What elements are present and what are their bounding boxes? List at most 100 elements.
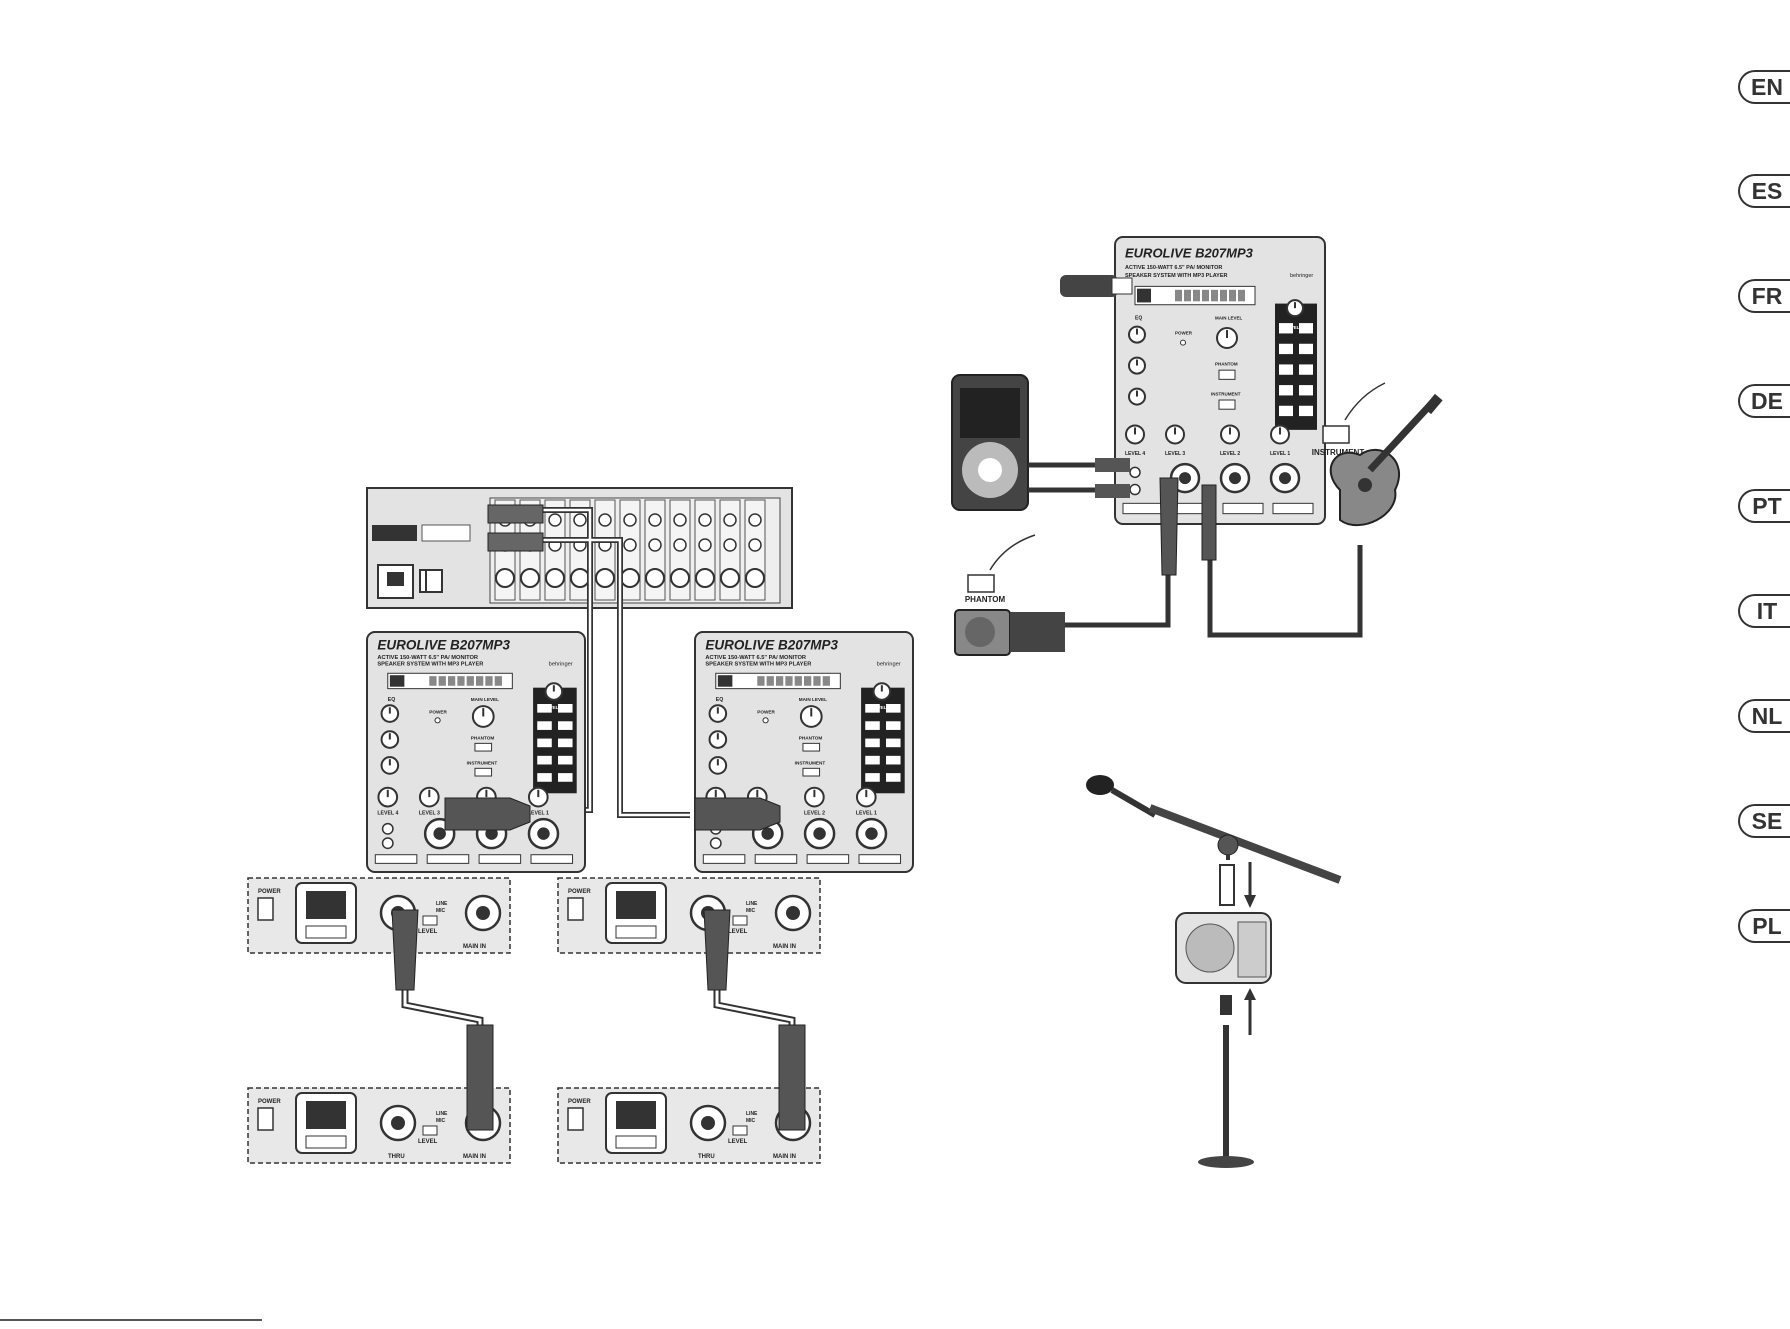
stand-mounted-speaker bbox=[1175, 912, 1272, 984]
eq-label: EQ bbox=[388, 697, 396, 703]
level-knob-1 bbox=[855, 786, 877, 808]
level-knob-3 bbox=[1165, 424, 1185, 445]
speaker-subtitle-2: SPEAKER SYSTEM WITH MP3 PLAYER bbox=[705, 662, 811, 668]
rear-line-label: LINE bbox=[436, 1111, 448, 1117]
rear-line-label: LINE bbox=[746, 1111, 758, 1117]
level-label: LEVEL bbox=[1285, 325, 1300, 330]
level-knob-label: LEVEL 1 bbox=[528, 810, 549, 816]
rear-power-label: POWER bbox=[258, 1099, 281, 1105]
rca-plugs bbox=[1095, 458, 1130, 498]
level-knob-2 bbox=[1220, 424, 1240, 445]
level-knob-label: LEVEL 4 bbox=[377, 810, 398, 816]
lang-tab-en[interactable]: EN bbox=[1738, 70, 1790, 104]
speaker-logo: behringer bbox=[877, 662, 901, 668]
mixer-jack bbox=[598, 513, 612, 527]
xlr-plugs-mixer bbox=[487, 504, 544, 552]
power-switch bbox=[567, 897, 584, 921]
eq-knob-high bbox=[380, 704, 400, 723]
rear-main-in-label: MAIN IN bbox=[773, 944, 796, 950]
eq-knob-low bbox=[708, 756, 728, 775]
acoustic-guitar bbox=[1329, 393, 1443, 527]
rear-level-label: LEVEL bbox=[728, 1139, 748, 1145]
lang-tab-it[interactable]: IT bbox=[1738, 594, 1790, 628]
lang-tab-de[interactable]: DE bbox=[1738, 384, 1790, 418]
mixer-jack bbox=[673, 513, 687, 527]
eq-knob-low bbox=[1128, 387, 1146, 406]
level-knob bbox=[872, 682, 892, 701]
eq-knob-mid bbox=[1128, 356, 1146, 375]
xlr-cable-plug bbox=[1159, 477, 1217, 576]
phantom-label: PHANTOM bbox=[799, 736, 823, 741]
lang-tab-fr[interactable]: FR bbox=[1738, 279, 1790, 313]
phantom-label: PHANTOM bbox=[471, 736, 495, 741]
speaker-subtitle-1: ACTIVE 150-WATT 6.5" PA/ MONITOR bbox=[1125, 265, 1222, 271]
instrument-callout: INSTRUMENT bbox=[1312, 382, 1386, 457]
rear-level-label: LEVEL bbox=[418, 1139, 438, 1145]
mixer-jack bbox=[648, 513, 662, 527]
level-knob-2 bbox=[804, 786, 825, 808]
rear-mic-label: MIC bbox=[436, 908, 446, 914]
mixer-jack bbox=[748, 513, 762, 527]
level-knob-label: LEVEL 4 bbox=[1125, 451, 1145, 457]
lang-tab-es[interactable]: ES bbox=[1738, 174, 1790, 208]
speaker-logo: behringer bbox=[1290, 273, 1313, 279]
rear-main-in-label: MAIN IN bbox=[773, 1154, 796, 1160]
phantom-callout: PHANTOM bbox=[965, 534, 1036, 604]
rear-main-in-label: MAIN IN bbox=[463, 1154, 486, 1160]
mixer-jack bbox=[698, 513, 712, 527]
power-switch bbox=[567, 1107, 584, 1131]
rear-thru-label: THRU bbox=[388, 1154, 405, 1160]
mixer-xlr-input bbox=[645, 568, 665, 588]
lang-tab-pl[interactable]: PL bbox=[1738, 909, 1790, 943]
usb-stick bbox=[1060, 275, 1133, 297]
rear-mic-label: MIC bbox=[746, 1118, 756, 1124]
speaker-brand-title: EUROLIVE B207MP3 bbox=[377, 637, 510, 652]
level-knob-1 bbox=[1270, 424, 1290, 445]
mp3-player-cables bbox=[1028, 462, 1105, 493]
level-knob-label: LEVEL 3 bbox=[419, 810, 440, 816]
level-knob-4 bbox=[377, 786, 399, 808]
microphone-stand bbox=[1086, 775, 1342, 908]
phantom-label: PHANTOM bbox=[1215, 362, 1238, 367]
footer-rule bbox=[0, 1319, 262, 1321]
mixer-xlr-input bbox=[695, 568, 715, 588]
speaker-subtitle-2: SPEAKER SYSTEM WITH MP3 PLAYER bbox=[377, 662, 483, 668]
rear-level-label: LEVEL bbox=[418, 929, 438, 935]
lang-tab-pt[interactable]: PT bbox=[1738, 489, 1790, 523]
mixer-xlr-input bbox=[495, 568, 515, 588]
rear-power-label: POWER bbox=[258, 889, 281, 895]
level-knob-3 bbox=[418, 786, 440, 808]
mixer-jack bbox=[573, 513, 587, 527]
eq-knob-high bbox=[1128, 325, 1146, 344]
speaker-subtitle-1: ACTIVE 150-WATT 6.5" PA/ MONITOR bbox=[705, 655, 806, 661]
main-level-knob bbox=[1216, 327, 1238, 350]
level-knob-label: LEVEL 1 bbox=[1270, 451, 1290, 457]
rear-line-label: LINE bbox=[746, 901, 758, 907]
mixer-xlr-input bbox=[620, 568, 640, 588]
mixer-channel-jacks bbox=[494, 499, 766, 601]
rear-power-label: POWER bbox=[568, 889, 591, 895]
lang-tab-se[interactable]: SE bbox=[1738, 804, 1790, 838]
speaker-brand-title: EUROLIVE B207MP3 bbox=[705, 637, 838, 652]
mixer-xlr-input bbox=[570, 568, 590, 588]
speaker-brand-title: EUROLIVE B207MP3 bbox=[1125, 246, 1254, 261]
mixer-xlr-input bbox=[545, 568, 565, 588]
speaker-logo: behringer bbox=[549, 662, 573, 668]
mixer-xlr-input bbox=[745, 568, 765, 588]
power-label: POWER bbox=[429, 710, 447, 715]
level-knob-label: LEVEL 3 bbox=[1165, 451, 1185, 457]
microphone-cable bbox=[1040, 545, 1363, 638]
speaker-subtitle-2: SPEAKER SYSTEM WITH MP3 PLAYER bbox=[1125, 273, 1228, 279]
level-knob-label: LEVEL 1 bbox=[856, 810, 877, 816]
lang-tab-nl[interactable]: NL bbox=[1738, 699, 1790, 733]
mixer-xlr-input bbox=[520, 568, 540, 588]
instrument-label: INSTRUMENT bbox=[795, 760, 826, 765]
rear-mic-label: MIC bbox=[436, 1118, 446, 1124]
instrument-label: INSTRUMENT bbox=[467, 760, 498, 765]
